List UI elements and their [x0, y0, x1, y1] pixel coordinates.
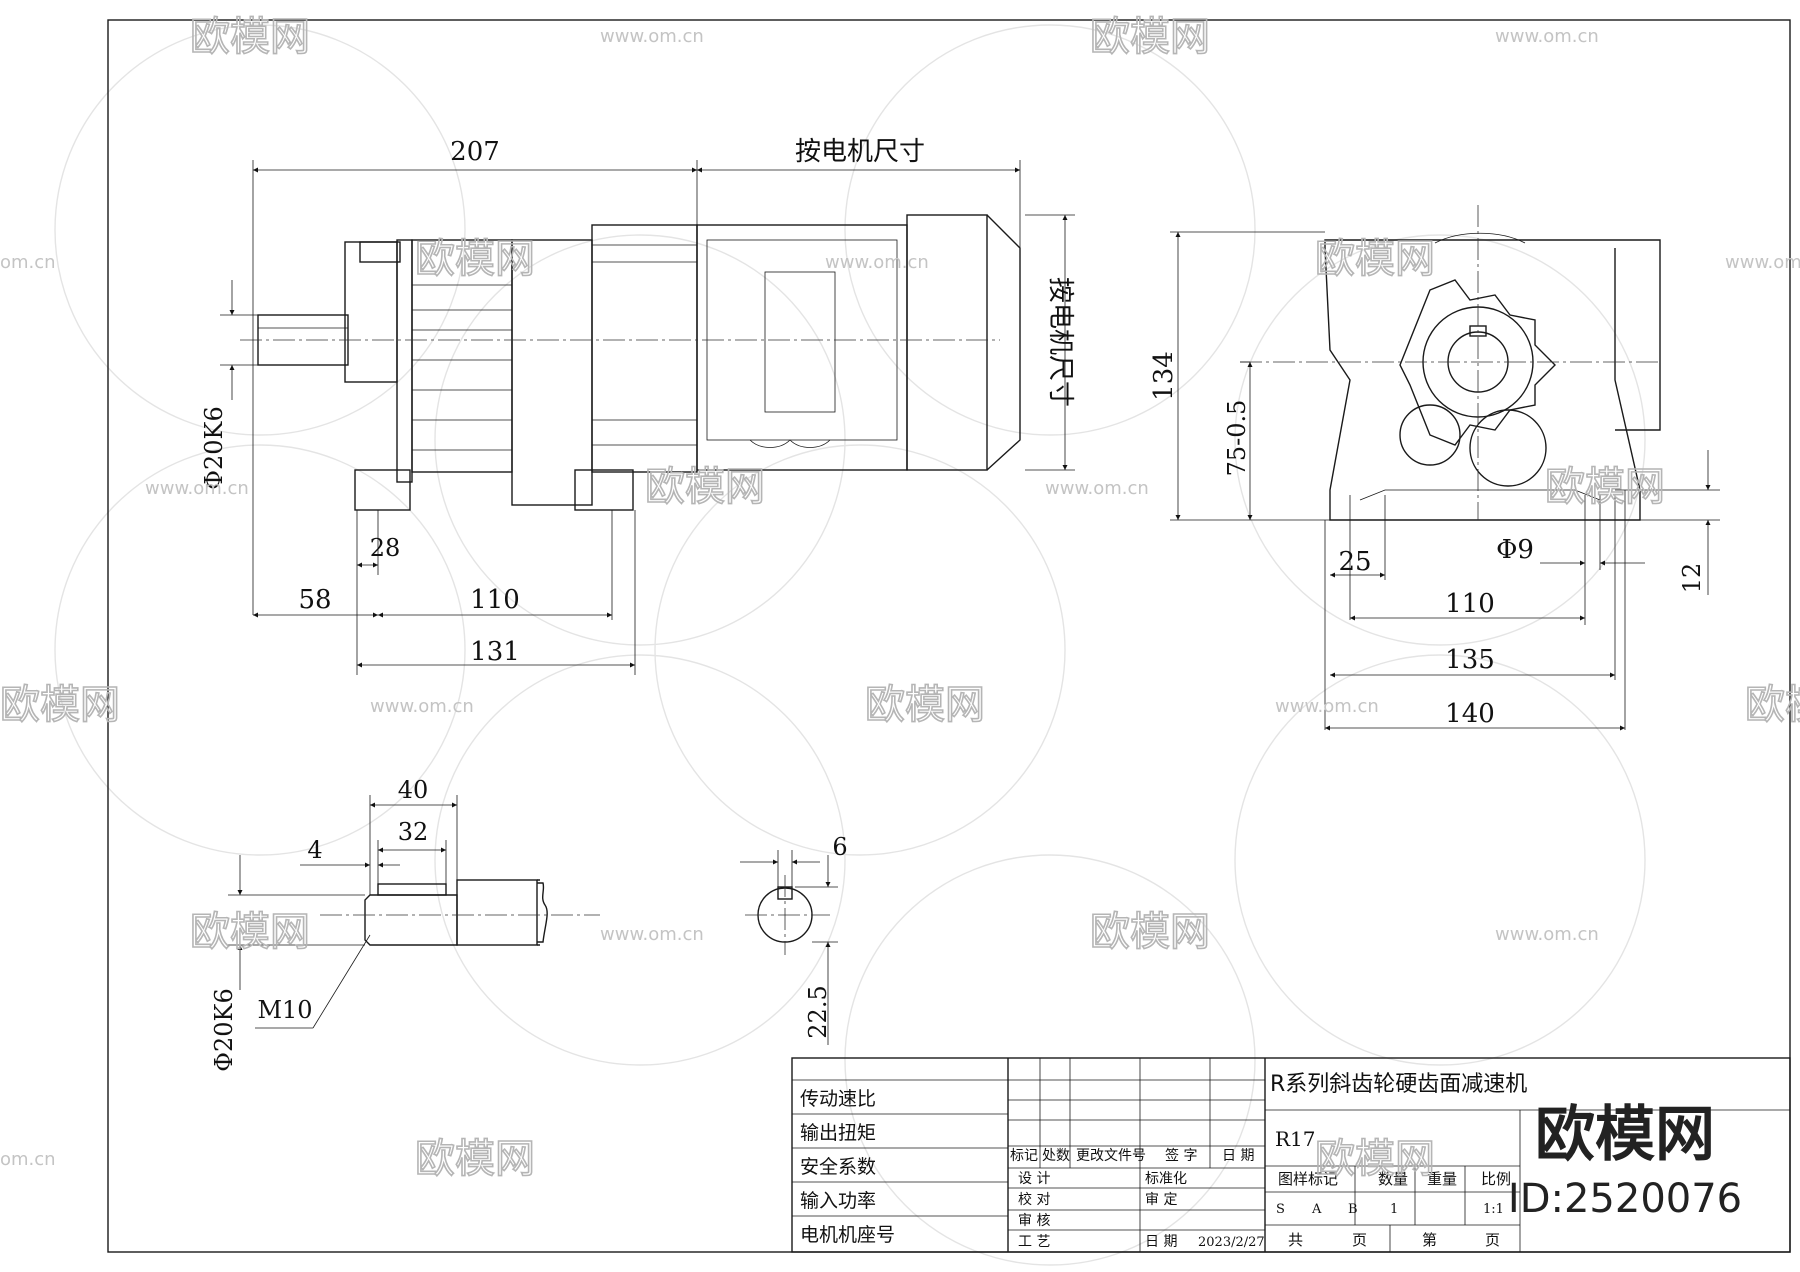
- sheet-page-label: 页: [1485, 1231, 1500, 1249]
- dim-25: 25: [1338, 547, 1371, 577]
- watermark-brand: 欧模网: [1545, 464, 1665, 510]
- param-safety: 安全系数: [800, 1156, 876, 1178]
- side-view: 207 按电机尺寸 按电机尺寸 Φ20K6 28 58 110 131: [200, 137, 1075, 675]
- attr-header-qty: 数量: [1378, 1170, 1408, 1188]
- watermark-circles: [54, 24, 1646, 1266]
- rev-header-date: 日 期: [1222, 1148, 1254, 1164]
- dim-131: 131: [470, 637, 520, 667]
- dim-58: 58: [298, 585, 331, 615]
- watermark-url: www.om.cn: [825, 252, 929, 273]
- dim-4: 4: [307, 836, 322, 864]
- watermark-url: www.om.cn: [1495, 26, 1599, 47]
- attr-header-weight: 重量: [1427, 1170, 1457, 1188]
- sheet-border: [107, 19, 1791, 1253]
- sheet-label: 第: [1422, 1231, 1437, 1249]
- sign-check: 校 对: [1018, 1191, 1050, 1208]
- sign-approve: 审 定: [1145, 1192, 1177, 1208]
- dim-135: 135: [1445, 645, 1495, 675]
- watermark-brand: 欧模网: [1745, 682, 1800, 728]
- drawing-title: R系列斜齿轮硬齿面减速机: [1270, 1072, 1527, 1097]
- attr-scale: 1:1: [1483, 1202, 1504, 1217]
- dim-motor-length: 按电机尺寸: [795, 137, 925, 167]
- dim-shaft-detail-diameter: Φ20K6: [210, 988, 238, 1071]
- rev-header-sign: 签 字: [1165, 1147, 1197, 1164]
- attr-header-scale: 比例: [1481, 1170, 1511, 1188]
- title-block: 传动速比 输出扭矩 安全系数 输入功率 电机机座号 标记 处数 更改文件号 签 …: [791, 1057, 1791, 1253]
- dim-207: 207: [450, 137, 500, 167]
- drawing-date: 2023/2/27: [1198, 1235, 1265, 1250]
- end-view: 134 75-0.5 25 Φ9 12 110 135 140: [1149, 205, 1720, 731]
- sign-process: 工 艺: [1018, 1234, 1050, 1250]
- logo-text: 欧模网: [1535, 1100, 1715, 1170]
- dim-28: 28: [370, 534, 401, 562]
- rev-header-count: 处数: [1042, 1148, 1070, 1164]
- total-label: 共: [1288, 1231, 1303, 1249]
- attr-mark-a: A: [1311, 1202, 1322, 1217]
- drawing-model: R17: [1275, 1127, 1316, 1151]
- watermark-url: www.om.cn: [600, 924, 704, 945]
- attr-header-mark: 图样标记: [1278, 1170, 1338, 1188]
- dim-motor-height: 按电机尺寸: [1045, 277, 1075, 407]
- watermark-brand: 欧模网: [190, 909, 310, 955]
- watermark-brand: 欧模网: [190, 14, 310, 60]
- watermark-url: www.om.cn: [370, 696, 474, 717]
- watermark-url: www.om.cn: [1275, 696, 1379, 717]
- watermark-brand: 欧模网: [865, 682, 985, 728]
- total-page-label: 页: [1352, 1231, 1367, 1249]
- param-torque: 输出扭矩: [800, 1122, 876, 1144]
- dim-40: 40: [398, 776, 429, 804]
- watermark-url: om.cn: [0, 1149, 56, 1170]
- watermark-brand: 欧模网: [0, 682, 120, 728]
- thread-m10: M10: [257, 996, 312, 1024]
- sign-standard: 标准化: [1145, 1171, 1187, 1187]
- dim-shaft-diameter: Φ20K6: [200, 406, 228, 489]
- watermark-brand: 欧模网: [1090, 909, 1210, 955]
- param-power: 输入功率: [800, 1190, 876, 1212]
- watermark-brand: 欧模网: [415, 1136, 535, 1182]
- dim-hole-9: Φ9: [1496, 535, 1534, 565]
- dim-12: 12: [1678, 563, 1706, 594]
- param-ratio: 传动速比: [800, 1088, 876, 1110]
- rev-header-docno: 更改文件号: [1076, 1148, 1146, 1164]
- dim-110-end: 110: [1445, 589, 1495, 619]
- attr-qty: 1: [1390, 1202, 1398, 1217]
- shaft-detail: 40 32 4 M10 Φ20K6: [210, 776, 600, 1072]
- watermark-brand: 欧模网: [1315, 236, 1435, 282]
- watermark-url: www.om.cn: [145, 478, 249, 499]
- dim-134: 134: [1149, 351, 1179, 401]
- sign-review: 审 核: [1018, 1213, 1050, 1229]
- site-logo: 欧模网 ID:2520076: [1508, 1100, 1742, 1222]
- logo-id: ID:2520076: [1508, 1176, 1742, 1222]
- sign-design: 设 计: [1018, 1171, 1050, 1187]
- attr-mark-s: S: [1276, 1202, 1285, 1217]
- dim-32: 32: [398, 818, 429, 846]
- watermark-url: www.om.cn: [1725, 252, 1800, 273]
- watermarks: 欧模网 www.om.cn 欧模网 www.om.cn om.cn 欧模网 ww…: [0, 13, 1800, 1183]
- watermark-url: www.om.cn: [600, 26, 704, 47]
- watermark-brand: 欧模网: [415, 236, 535, 282]
- param-frame: 电机机座号: [800, 1224, 895, 1246]
- dim-22-5: 22.5: [804, 985, 832, 1038]
- watermark-brand: 欧模网: [645, 464, 765, 510]
- watermark-url: om.cn: [0, 252, 56, 273]
- watermark-brand: 欧模网: [1090, 14, 1210, 60]
- dim-key-width: 6: [832, 833, 847, 861]
- dim-140: 140: [1445, 699, 1495, 729]
- rev-header-mark: 标记: [1010, 1148, 1038, 1164]
- key-section: 6 22.5: [740, 833, 848, 1045]
- watermark-url: www.om.cn: [1045, 478, 1149, 499]
- attr-mark-b: B: [1348, 1202, 1358, 1217]
- watermark-brand: 欧模网: [1315, 1136, 1435, 1182]
- dim-110-side: 110: [470, 585, 520, 615]
- watermark-url: www.om.cn: [1495, 924, 1599, 945]
- sign-date-label: 日 期: [1145, 1234, 1177, 1250]
- dim-75: 75-0.5: [1223, 400, 1251, 477]
